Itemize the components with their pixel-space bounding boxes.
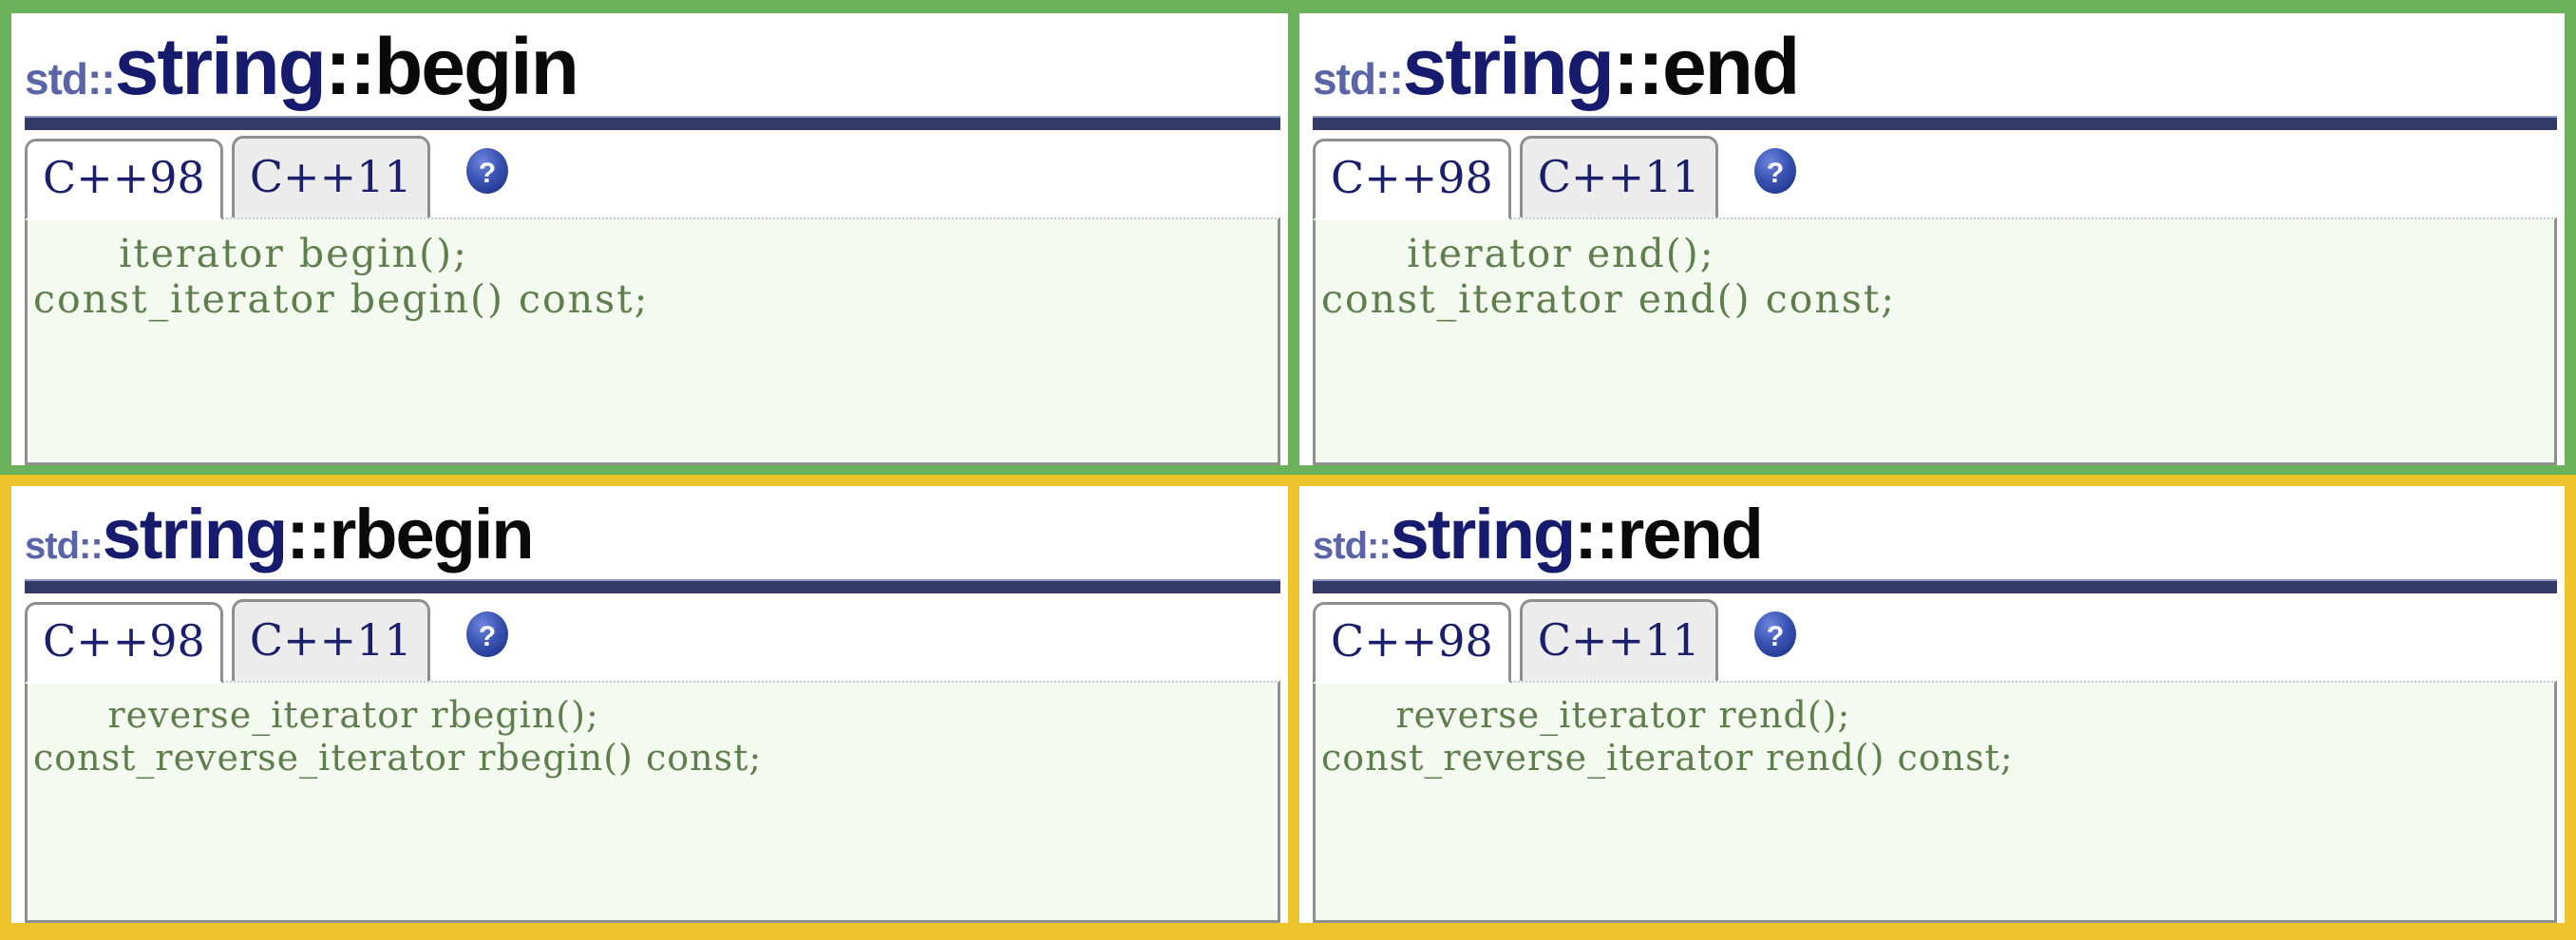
panel-string-rend: std::string::rend C++98 C++11 ? reverse_… [1288, 486, 2565, 923]
page-title: std::string::rbegin [25, 494, 1288, 579]
signature-code-box: iterator begin(); const_iterator begin()… [25, 217, 1280, 465]
help-question-icon[interactable]: ? [463, 610, 512, 659]
title-class: string [1390, 495, 1577, 573]
signature-code-box: reverse_iterator rend(); const_reverse_i… [1313, 681, 2557, 923]
tab-cpp11[interactable]: C++11 [231, 599, 430, 681]
group-forward-iterators: std::string::begin C++98 C++11 [0, 0, 2576, 477]
help-question-icon[interactable]: ? [1751, 610, 1800, 659]
title-rule [25, 116, 1280, 130]
standard-version-tabs: C++98 C++11 ? [1313, 593, 2557, 684]
standard-version-tabs: C++98 C++11 ? [25, 593, 1280, 684]
group-reverse-iterators: std::string::rbegin C++98 C++11 ? revers… [0, 475, 2576, 940]
help-question-icon[interactable]: ? [1751, 146, 1800, 196]
title-class: string [102, 495, 289, 573]
title-separator: :: [1574, 495, 1619, 573]
tab-cpp98[interactable]: C++98 [1313, 602, 1511, 684]
tab-cpp11[interactable]: C++11 [1519, 599, 1718, 681]
tab-cpp11[interactable]: C++11 [1519, 136, 1718, 217]
signature-code-box: iterator end(); const_iterator end() con… [1313, 217, 2557, 465]
signature-code: iterator end(); const_iterator end() con… [1321, 231, 1897, 323]
svg-text:?: ? [478, 621, 495, 652]
title-function: begin [373, 22, 579, 111]
signature-code-box: reverse_iterator rbegin(); const_reverse… [25, 681, 1280, 923]
svg-text:?: ? [1766, 158, 1783, 189]
signature-code: reverse_iterator rbegin(); const_reverse… [33, 694, 763, 779]
tab-cpp98[interactable]: C++98 [25, 602, 223, 684]
signature-code: iterator begin(); const_iterator begin()… [33, 231, 650, 323]
svg-text:?: ? [478, 158, 495, 189]
title-rule [1313, 116, 2557, 130]
page-title: std::string::begin [25, 21, 1288, 116]
page-title: std::string::end [1313, 21, 2565, 116]
title-separator: :: [324, 22, 376, 111]
page-title: std::string::rend [1313, 494, 2565, 579]
panel-string-begin: std::string::begin C++98 C++11 [11, 13, 1288, 465]
title-function: rend [1617, 495, 1764, 573]
title-namespace: std:: [25, 525, 104, 567]
title-namespace: std:: [1313, 54, 1404, 103]
help-question-icon[interactable]: ? [463, 146, 512, 196]
title-class: string [1402, 22, 1615, 111]
standard-version-tabs: C++98 C++11 ? [25, 130, 1280, 220]
title-function: end [1661, 22, 1800, 111]
title-rule [25, 579, 1280, 593]
tab-cpp98[interactable]: C++98 [25, 139, 223, 220]
title-namespace: std:: [25, 54, 116, 103]
title-namespace: std:: [1313, 525, 1392, 567]
tab-cpp11[interactable]: C++11 [231, 136, 430, 217]
title-separator: :: [286, 495, 331, 573]
title-rule [1313, 579, 2557, 593]
panel-string-rbegin: std::string::rbegin C++98 C++11 ? revers… [11, 486, 1288, 923]
title-class: string [114, 22, 327, 111]
title-separator: :: [1612, 22, 1664, 111]
standard-version-tabs: C++98 C++11 ? [1313, 130, 2557, 220]
signature-code: reverse_iterator rend(); const_reverse_i… [1321, 694, 2014, 779]
svg-text:?: ? [1766, 621, 1783, 652]
title-function: rbegin [329, 495, 535, 573]
tab-cpp98[interactable]: C++98 [1313, 139, 1511, 220]
panel-string-end: std::string::end C++98 C++11 ? iterator … [1288, 13, 2565, 465]
